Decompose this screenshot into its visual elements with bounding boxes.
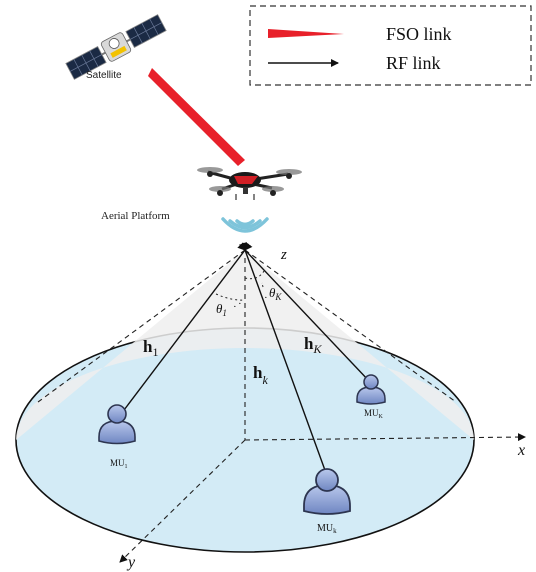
channel-hk-label: hk <box>253 363 268 387</box>
user-icon-muK <box>356 374 386 405</box>
svg-text:·: · <box>238 298 242 310</box>
mu-k-label: MUk <box>317 523 337 535</box>
user-icon-mu1 <box>98 404 136 445</box>
rf-link-legend-label: RF link <box>386 53 441 73</box>
fso-link-legend-icon <box>268 29 344 38</box>
coverage-cone <box>16 249 474 440</box>
rf-link-muk <box>238 242 327 474</box>
coordinate-axes: x y z <box>119 247 526 571</box>
rf-link-muK <box>237 242 371 383</box>
theta-1-dots: · <box>233 301 237 313</box>
satellite-label: Satellite <box>86 70 122 81</box>
channel-hK-label: hK <box>304 334 322 356</box>
satellite-icon <box>65 14 167 80</box>
aerial-platform-label: Aerial Platform <box>101 210 170 222</box>
signal-waves-icon <box>221 217 269 233</box>
rf-link-mu1 <box>117 242 253 419</box>
theta-K-label: θK <box>269 285 282 302</box>
svg-text:·: · <box>264 292 268 304</box>
fso-link-legend-label: FSO link <box>386 24 452 44</box>
rf-links <box>117 242 371 474</box>
y-axis-label: y <box>126 554 136 571</box>
x-axis <box>244 433 526 442</box>
fso-link-beam <box>148 68 245 166</box>
mu-K-label: MUK <box>364 408 384 420</box>
y-axis <box>119 439 246 563</box>
channel-h1-label: h1 <box>143 337 158 359</box>
user-icon-muk <box>303 468 351 515</box>
angle-arcs <box>215 270 265 301</box>
z-axis-label: z <box>280 247 287 263</box>
mu-1-label: MU1 <box>110 458 128 470</box>
theta-1-label: θ1 <box>216 301 227 318</box>
drone-icon <box>197 167 302 200</box>
x-axis-label: x <box>517 442 525 459</box>
legend-box <box>249 5 532 86</box>
legend: FSO link RF link <box>249 5 532 86</box>
